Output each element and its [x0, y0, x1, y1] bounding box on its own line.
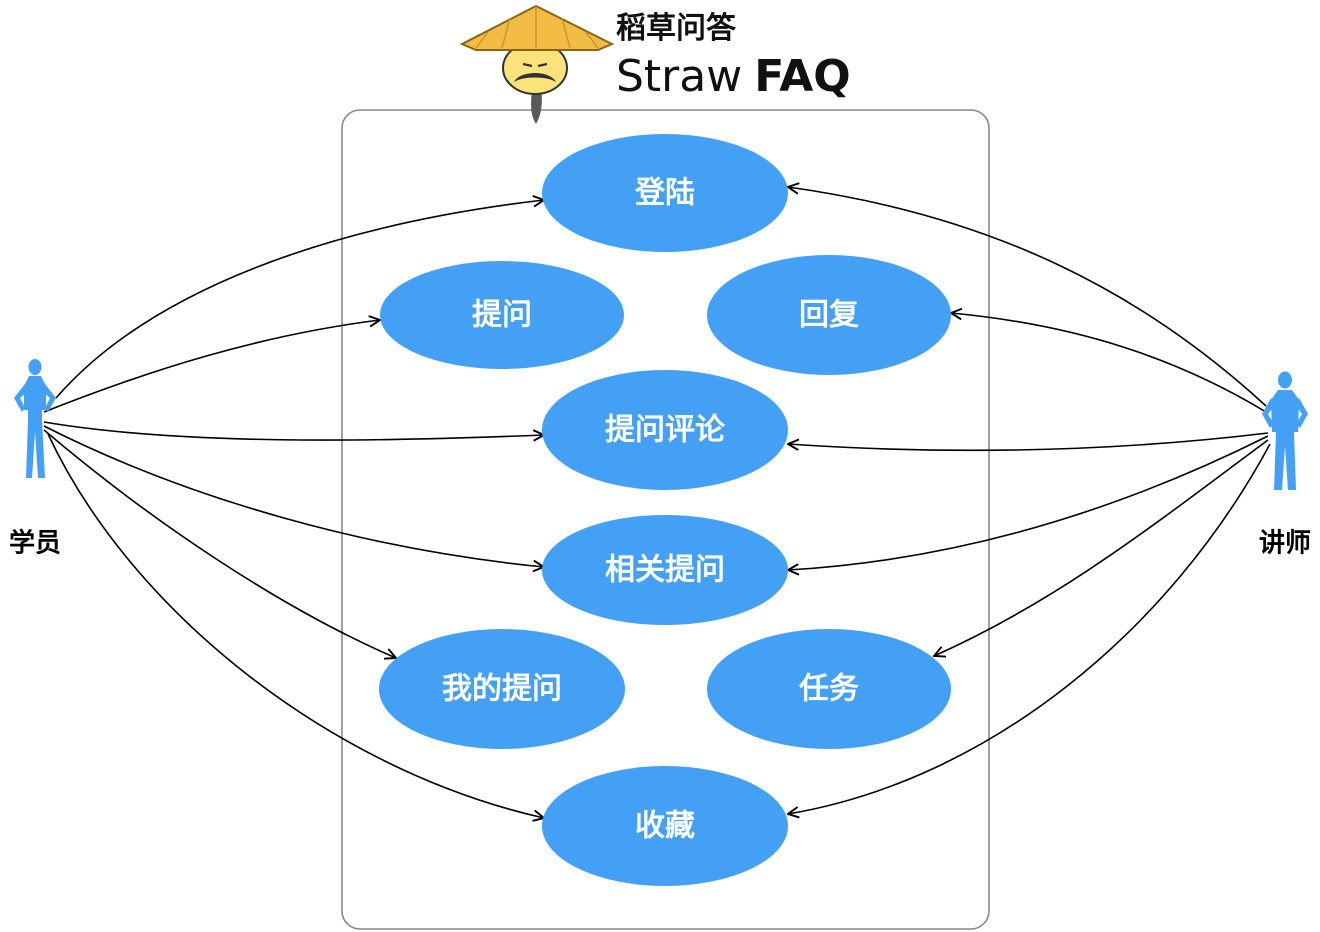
actor-student[interactable]: 学员: [9, 359, 61, 559]
use-case-mine[interactable]: 我的提问: [379, 629, 625, 749]
person-icon: [1262, 371, 1308, 490]
association-student-favorite: [47, 433, 544, 818]
use-case-ask[interactable]: 提问: [380, 261, 624, 369]
association-student-mine: [43, 429, 396, 658]
use-case-label: 登陆: [634, 176, 695, 211]
use-case-label: 收藏: [635, 809, 695, 844]
association-teacher-comment: [788, 432, 1269, 452]
association-teacher-login: [788, 187, 1267, 407]
association-teacher-favorite: [788, 443, 1271, 814]
use-case-label: 相关提问: [605, 553, 725, 588]
association-student-related: [43, 425, 544, 567]
logo-cn-text: 稻草问答: [616, 11, 737, 46]
use-case-label: 我的提问: [442, 672, 562, 707]
person-icon: [14, 359, 56, 478]
association-student-login: [55, 200, 544, 399]
use-case-reply[interactable]: 回复: [707, 255, 951, 375]
use-case-label: 提问: [472, 298, 532, 333]
use-case-comment[interactable]: 提问评论: [542, 370, 788, 490]
use-case-label: 提问评论: [605, 413, 726, 448]
use-case-label: 任务: [798, 672, 859, 707]
actor-teacher[interactable]: 讲师: [1259, 371, 1311, 559]
association-student-comment: [43, 421, 544, 440]
actor-teacher-label: 讲师: [1259, 529, 1311, 559]
mascot-icon: [459, 4, 615, 124]
association-teacher-task: [934, 439, 1269, 656]
logo-faq-text: FAQ: [754, 51, 850, 102]
association-student-ask: [43, 320, 380, 413]
association-teacher-related: [788, 435, 1269, 570]
use-case-favorite[interactable]: 收藏: [542, 766, 788, 886]
system-boundary: [341, 109, 990, 930]
use-case-login[interactable]: 登陆: [542, 134, 788, 252]
actor-student-label: 学员: [9, 528, 61, 559]
use-case-label: 回复: [799, 298, 859, 333]
associations: [43, 187, 1271, 818]
use-case-task[interactable]: 任务: [707, 629, 951, 749]
logo-straw-text: Straw: [616, 51, 742, 102]
association-teacher-reply: [951, 313, 1267, 413]
use-case-related[interactable]: 相关提问: [542, 515, 788, 625]
